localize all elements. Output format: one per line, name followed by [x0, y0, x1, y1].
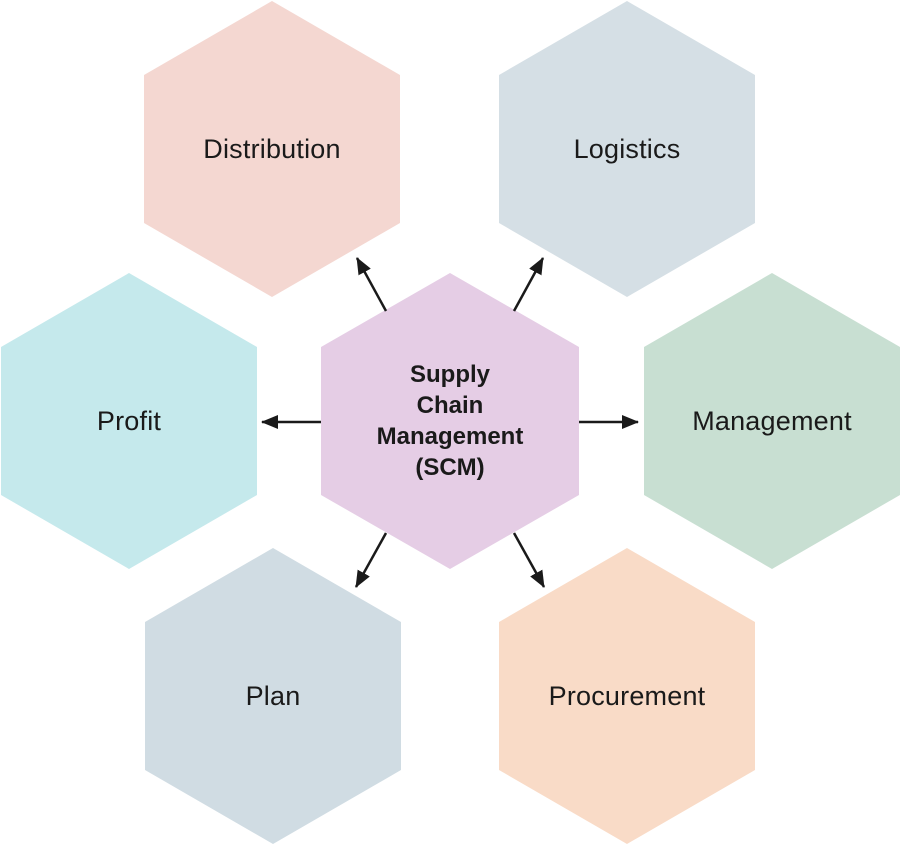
arrow-center-to-plan: [354, 532, 388, 588]
hex-profit-label: Profit: [96, 405, 162, 436]
hex-plan-label: Plan: [245, 680, 301, 711]
arrow-center-to-distribution: [355, 257, 388, 312]
hex-logistics: Logistics: [499, 1, 755, 297]
hex-distribution: Distribution: [144, 1, 400, 297]
hex-distribution-label: Distribution: [203, 133, 341, 164]
hex-logistics-label: Logistics: [573, 133, 681, 164]
hex-center-scm-label: Supply Chain Management (SCM): [377, 359, 524, 483]
center-label-line-4: (SCM): [415, 454, 485, 481]
hex-management-label: Management: [692, 405, 852, 436]
hex-plan: Plan: [145, 548, 401, 844]
hex-management: Management: [644, 273, 900, 569]
center-label-line-2: Chain: [416, 392, 484, 419]
center-label-line-1: Supply: [409, 361, 490, 388]
hex-profit: Profit: [1, 273, 257, 569]
center-label-line-3: Management: [376, 423, 524, 450]
hex-procurement-label: Procurement: [548, 680, 706, 711]
arrow-center-to-logistics: [512, 257, 545, 312]
hex-procurement: Procurement: [499, 548, 755, 844]
hex-center-scm: Supply Chain Management (SCM): [321, 273, 579, 569]
arrow-center-to-procurement: [512, 532, 546, 588]
